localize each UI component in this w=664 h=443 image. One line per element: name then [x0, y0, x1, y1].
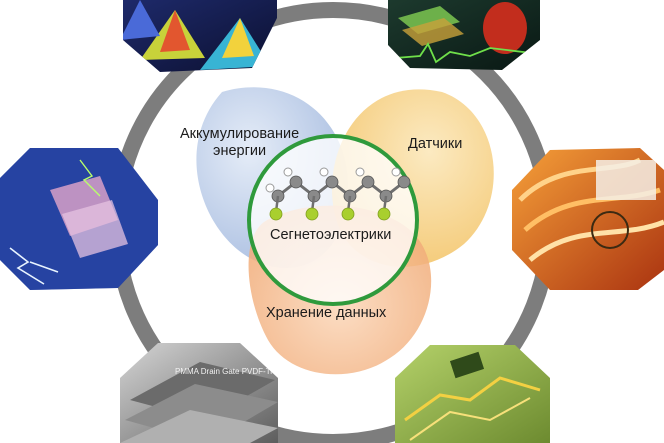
- hydrogen-atom: [355, 167, 365, 177]
- fluorine-atom: [305, 207, 319, 221]
- circuit-trace-shape: [409, 397, 531, 441]
- fluorine-atom: [269, 207, 283, 221]
- lightning-shape: [9, 247, 59, 285]
- hydrogen-atom: [391, 167, 401, 177]
- molecule: [265, 167, 411, 221]
- label-storage: Хранение данных: [266, 305, 386, 322]
- label-center-text: Сегнетоэлектрики: [270, 227, 392, 243]
- circuit-board-shape: [402, 18, 464, 46]
- device-layer-shape: [120, 410, 278, 443]
- fluorine-atom: [341, 207, 355, 221]
- label-storage-text: Хранение данных: [266, 305, 387, 321]
- thumbnail-top-left: [123, 0, 277, 72]
- lightning-shape: [79, 159, 101, 197]
- hydrogen-atom: [283, 167, 293, 177]
- arrow-circle-shape: [591, 211, 629, 249]
- carbon-atom: [325, 175, 339, 189]
- thumbnail-top-right: [388, 0, 540, 70]
- chip-shape: [449, 351, 485, 379]
- pyramid-shape: [222, 18, 254, 58]
- thumbnail-bottom-right: [395, 345, 550, 443]
- thumbnail-text: PMMA Drain Gate PVDF-TrFE PTAA PVP urce: [175, 367, 342, 376]
- label-sensors: Датчики: [408, 136, 462, 153]
- label-energy-line2: энергии: [213, 143, 267, 159]
- label-energy: Аккумулирование энергии: [180, 126, 299, 160]
- circuit-trace-shape: [404, 376, 541, 422]
- carbon-atom: [289, 175, 303, 189]
- molecule-fluorine-atoms: [269, 195, 391, 221]
- label-center: Сегнетоэлектрики: [270, 227, 391, 244]
- thumbnail-middle-right: [512, 148, 664, 290]
- carbon-atom: [361, 175, 375, 189]
- thumbnail-middle-left: [0, 148, 158, 290]
- label-sensors-text: Датчики: [408, 136, 463, 152]
- chart-panel-shape: [596, 160, 656, 200]
- hydrogen-atom: [319, 167, 329, 177]
- carbon-atom: [397, 175, 411, 189]
- fiber-shape: [528, 219, 664, 262]
- pyramid-shape: [123, 0, 160, 40]
- fluorine-atom: [377, 207, 391, 221]
- heart-shape: [483, 2, 527, 54]
- thumbnail-bottom-left: PMMA Drain Gate PVDF-TrFE PTAA PVP urce: [120, 343, 342, 443]
- label-energy-line1: Аккумулирование: [180, 126, 300, 142]
- hydrogen-atom: [265, 183, 275, 193]
- center-ring: [247, 134, 419, 306]
- molecule-hydrogen-atoms: [265, 167, 401, 193]
- signal-line: [394, 42, 540, 64]
- pyramid-shape: [160, 10, 190, 52]
- film-layer-shape: [62, 200, 128, 258]
